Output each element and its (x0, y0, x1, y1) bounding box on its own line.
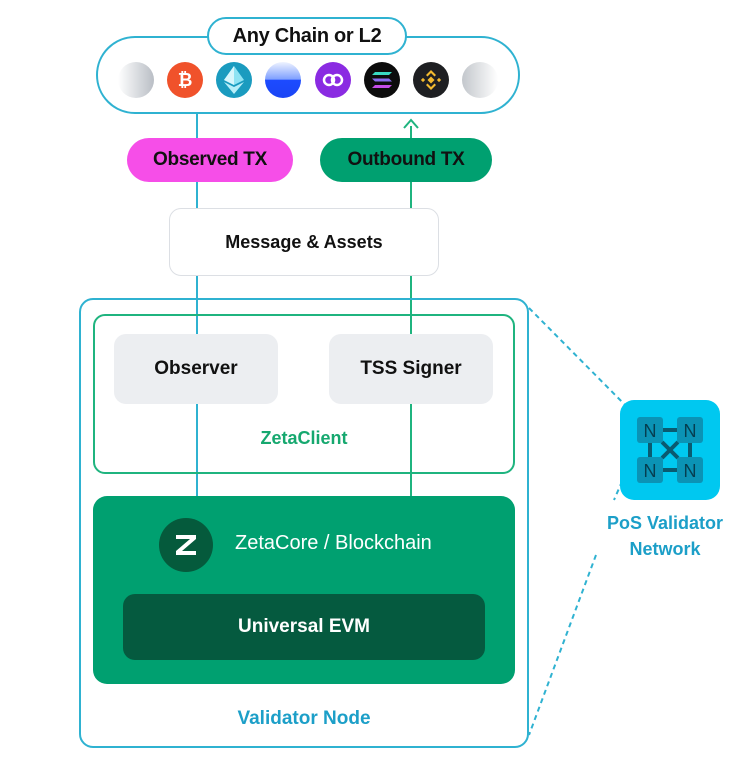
tss-signer-card: TSS Signer (329, 334, 493, 404)
outbound-tx-pill: Outbound TX (320, 138, 492, 182)
pos-label-line1: PoS Validator (606, 513, 724, 533)
solana-icon (363, 62, 400, 98)
node-n-1: N (644, 421, 657, 441)
ethereum-icon (216, 62, 253, 98)
base-icon (265, 62, 302, 98)
chain-title: Any Chain or L2 (207, 17, 407, 55)
faded-chain-right-icon (461, 62, 498, 98)
zeta-logo-icon (159, 518, 213, 572)
universal-evm-box: Universal EVM (123, 594, 485, 660)
chain-icons-row: ₿ (118, 62, 498, 98)
zetaclient-label: ZetaClient (260, 428, 348, 448)
node-n-4: N (684, 461, 697, 481)
bnb-icon (412, 62, 449, 98)
validator-node-container (79, 298, 529, 748)
bitcoin-glyph: ₿ (177, 69, 193, 90)
node-n-2: N (684, 421, 697, 441)
zetacore-label: ZetaCore / Blockchain (235, 532, 432, 554)
outbound-arrow-icon (403, 118, 419, 129)
message-assets-box: Message & Assets (169, 208, 439, 276)
polygon-icon (314, 62, 351, 98)
observer-card: Observer (114, 334, 278, 404)
pos-network-icon: N N N N (620, 400, 720, 500)
zetaclient-container (93, 314, 515, 474)
bitcoin-icon: ₿ (167, 62, 204, 98)
pos-link-bottom (528, 554, 597, 736)
pos-network-label: PoS Validator Network (590, 510, 740, 562)
node-n-3: N (644, 461, 657, 481)
observed-tx-pill: Observed TX (127, 138, 293, 182)
pos-label-line2: Network (629, 539, 701, 559)
faded-chain-left-icon (118, 62, 154, 98)
validator-node-label: Validator Node (237, 708, 371, 729)
